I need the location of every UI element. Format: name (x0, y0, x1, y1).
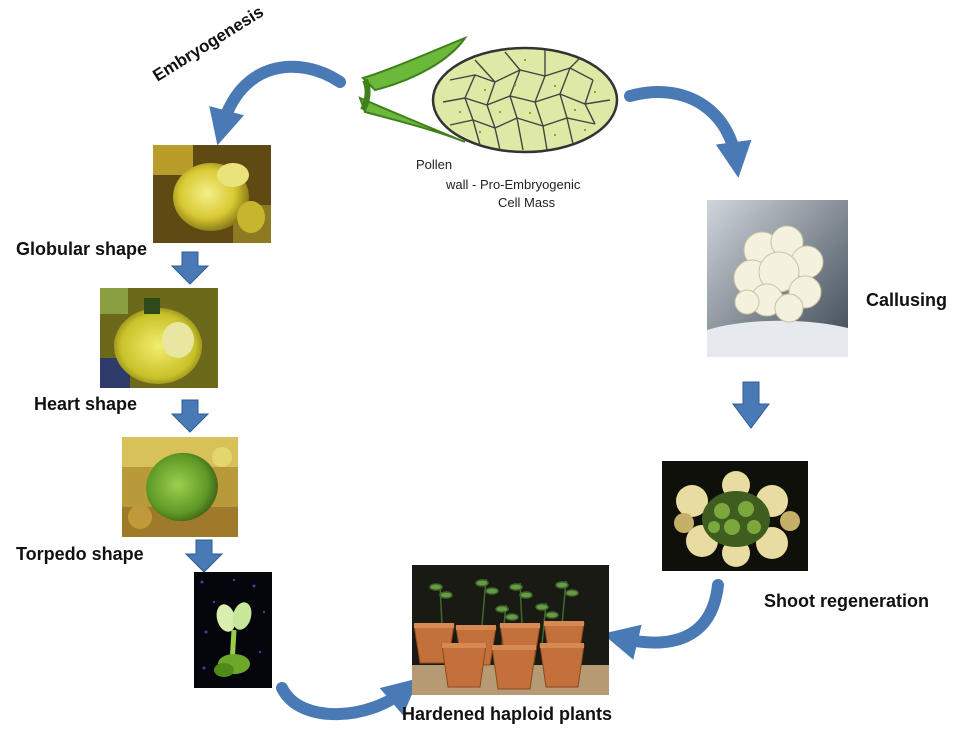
arrow-down-globular (170, 251, 210, 285)
torpedo-embryo-photo (122, 437, 238, 537)
arrow-shoot-to-hardened (602, 579, 724, 660)
callus-photo (707, 200, 848, 357)
pollen-label: Pollen (416, 157, 453, 172)
shoot-regeneration-label: Shoot regeneration (764, 591, 930, 611)
arrow-down-callusing (732, 381, 770, 429)
callusing-label: Callusing (866, 290, 948, 310)
hardened-plants-label: Hardened haploid plants (402, 704, 613, 724)
globular-embryo-photo (153, 145, 271, 243)
pollen-wall-label: wall - Pro-Embryogenic (446, 177, 581, 192)
arrow-down-torpedo (184, 539, 224, 573)
heart-shape-label: Heart shape (34, 394, 138, 414)
arrow-pollen-to-callusing (624, 86, 752, 178)
arrow-down-heart (170, 399, 210, 433)
heart-embryo-photo (100, 288, 218, 388)
arrow-pollen-to-embryogenesis (209, 60, 346, 146)
pollen-cell-mass-illustration (358, 35, 619, 154)
torpedo-shape-label: Torpedo shape (16, 544, 144, 564)
shoot-regeneration-photo (662, 461, 808, 571)
arrow-plantlet-to-hardened (276, 678, 419, 721)
plantlet-photo (194, 572, 272, 688)
globular-shape-label: Globular shape (16, 239, 148, 259)
cell-mass-label: Cell Mass (498, 195, 556, 210)
hardened-plants-photo (412, 565, 609, 695)
